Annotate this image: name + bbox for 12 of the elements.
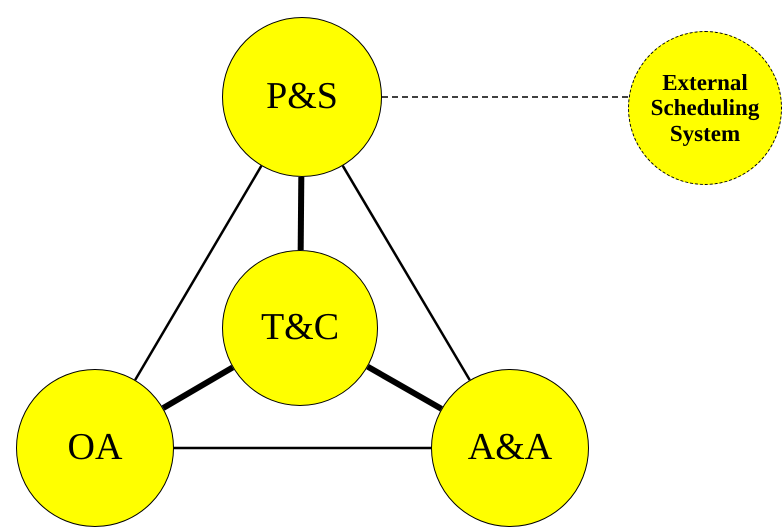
connector-line: [298, 176, 304, 250]
connector-line: [174, 446, 431, 450]
node-label: A&A: [468, 427, 552, 469]
connector-line: [162, 364, 234, 411]
node-label: T&C: [260, 307, 340, 349]
connector-line: [134, 165, 262, 381]
node-label: External Scheduling System: [650, 70, 760, 146]
connector-line: [366, 364, 443, 412]
node-label: OA: [68, 427, 122, 469]
connector-line: [342, 165, 471, 381]
dashed-connector: [382, 96, 629, 98]
node-label: P&S: [266, 76, 338, 118]
